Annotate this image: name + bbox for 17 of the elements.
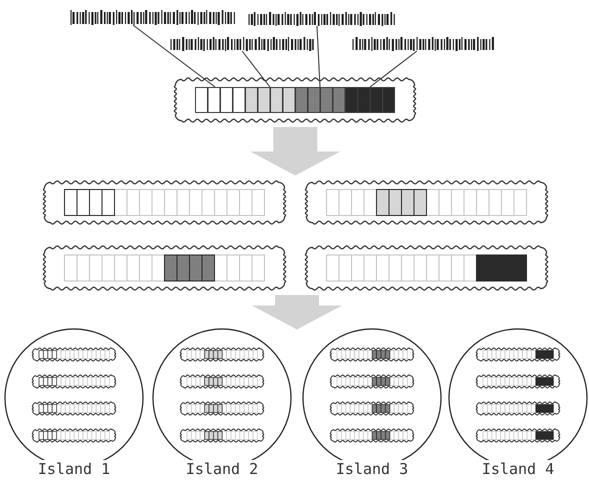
gene-segment <box>295 87 345 113</box>
chromosome-box <box>304 245 549 291</box>
gene-segment <box>345 87 395 113</box>
illegible-text <box>170 37 315 51</box>
illegible-text <box>248 12 397 26</box>
leader-line <box>370 50 418 88</box>
leader-line <box>132 24 216 88</box>
chromosome-box <box>42 180 287 225</box>
illegible-text <box>70 10 237 25</box>
chromosome-box <box>173 77 417 123</box>
illegible-text <box>352 37 497 51</box>
gene-segment <box>245 87 295 113</box>
chromosome-box <box>304 180 549 225</box>
block-arrow <box>252 295 342 330</box>
leader-line <box>242 50 270 88</box>
chromosome-box <box>42 245 287 291</box>
gene-segment <box>195 87 245 113</box>
